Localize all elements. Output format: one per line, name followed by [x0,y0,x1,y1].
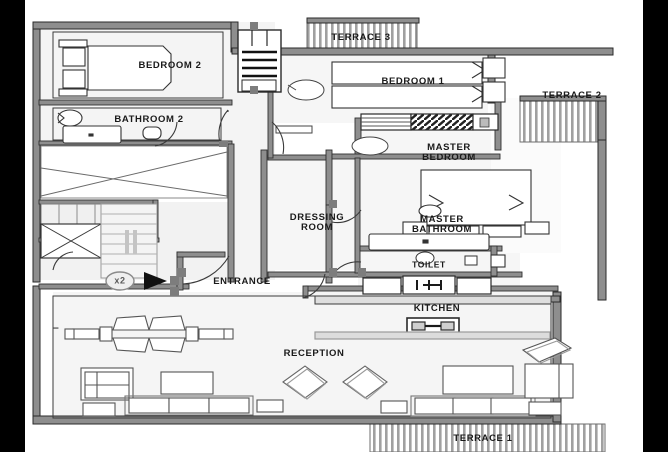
master-bathroom-fixtures [368,204,506,268]
bedroom-2-wardrobe [237,29,282,93]
master-bedroom-furniture [402,169,550,238]
floor-plan-canvas: BEDROOM 2 BATHROOM 2 TERRACE 3 BEDROOM 1… [25,0,643,452]
corridor-fixtures [275,79,389,156]
reception-dining-set [64,315,234,353]
bedroom-1-wardrobe [360,113,499,131]
bedroom-2-furniture [58,39,172,97]
doors [52,109,362,299]
reception-seating-left [80,367,284,417]
reception-rugs [282,365,388,400]
letterbox-right [643,0,668,452]
reception-seating-right [380,337,574,417]
terrace-2-hatch [519,99,599,143]
toilet-fixtures [415,251,478,266]
stairs-upper [40,145,228,199]
bathroom-2-fixtures [57,109,162,144]
door-jambs [170,22,366,296]
floor-plan-drawing [32,17,614,452]
thin-outlines [52,31,552,419]
bedroom-1-furniture [331,57,506,109]
terrace-3-hatch [306,21,418,53]
terrace-1-hatch [369,423,606,452]
kitchen-fixtures [314,275,551,340]
letterbox-left [0,0,25,452]
exterior-walls [32,17,614,425]
